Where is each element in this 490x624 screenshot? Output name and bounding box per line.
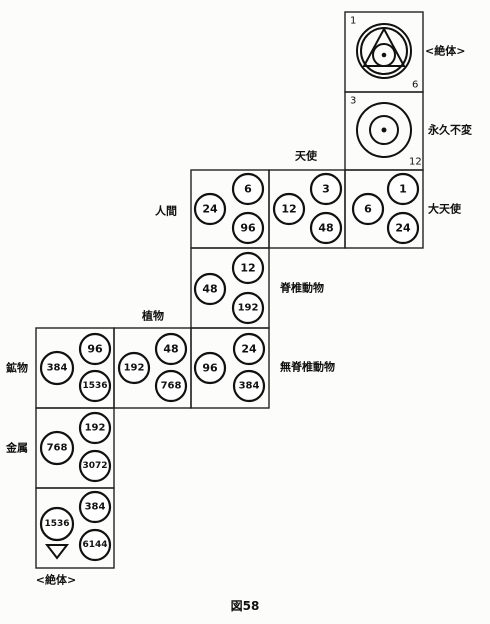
down-triangle-icon xyxy=(44,544,70,560)
block-absolute-top-corner-br: 6 xyxy=(412,80,418,91)
block-plant-small-bottom-circle xyxy=(154,369,188,403)
block-vertebrate-small-bottom-circle xyxy=(231,291,265,325)
block-absolute-bottom-frame xyxy=(35,487,115,569)
block-archangel-big-circle xyxy=(351,192,385,226)
block-absolute-bottom-small-bottom: 6144 xyxy=(82,540,107,550)
block-absolute-bottom-big-circle xyxy=(39,506,75,542)
block-invertebrate-label: 無脊椎動物 xyxy=(280,360,335,374)
block-mineral-small-top-circle xyxy=(78,332,112,366)
block-human-small-bottom-circle xyxy=(231,211,265,245)
block-human-small-top-circle xyxy=(231,172,265,206)
block-eternal: 3 12 永久不変 xyxy=(344,91,472,171)
block-archangel-small-top: 1 xyxy=(399,183,407,196)
block-plant-small-bottom: 768 xyxy=(161,381,182,392)
block-absolute-top-label: <絶体> xyxy=(425,44,465,58)
block-eternal-corner-br: 12 xyxy=(409,157,422,168)
block-plant-big-circle xyxy=(117,351,151,385)
block-mineral: 384 96 1536 鉱物 xyxy=(6,327,115,409)
block-vertebrate-label: 脊椎動物 xyxy=(279,281,324,295)
block-vertebrate-small-top: 12 xyxy=(240,262,255,275)
block-invertebrate-frame xyxy=(190,327,270,409)
block-archangel-small-top-circle xyxy=(386,172,420,206)
concentric-circles-icon xyxy=(356,102,412,158)
block-absolute-bottom-small-top-circle xyxy=(78,490,112,524)
block-human-big: 24 xyxy=(202,203,218,216)
block-metal-small-bottom: 3072 xyxy=(82,461,107,471)
figure-caption: 図58 xyxy=(231,599,260,613)
block-metal-label: 金属 xyxy=(5,441,28,455)
block-plant-label: 植物 xyxy=(141,309,164,323)
block-vertebrate-big-circle xyxy=(193,272,227,306)
block-plant-small-top: 48 xyxy=(163,343,178,356)
block-eternal-label: 永久不変 xyxy=(427,123,472,137)
block-archangel-label: 大天使 xyxy=(428,202,462,216)
block-angel-big: 12 xyxy=(281,203,296,216)
block-mineral-small-top: 96 xyxy=(87,343,103,356)
block-archangel-big: 6 xyxy=(364,203,372,216)
block-plant-big: 192 xyxy=(124,363,145,374)
block-invertebrate-small-bottom-circle xyxy=(232,369,266,403)
block-vertebrate-small-top-circle xyxy=(231,251,265,285)
block-human-label: 人間 xyxy=(155,204,177,218)
block-metal-small-top-circle xyxy=(78,411,112,445)
block-archangel-small-bottom: 24 xyxy=(395,222,411,235)
block-absolute-bottom: 1536 384 6144 <絶体> xyxy=(35,487,115,587)
block-archangel-small-bottom-circle xyxy=(386,211,420,245)
block-invertebrate-big: 96 xyxy=(202,362,218,375)
block-vertebrate-big: 48 xyxy=(202,283,217,296)
block-absolute-top: 1 6 <絶体> xyxy=(344,11,465,93)
block-vertebrate-small-bottom: 192 xyxy=(238,303,259,314)
block-angel-small-top-circle xyxy=(309,172,343,206)
block-human-big-circle xyxy=(193,192,227,226)
block-invertebrate-small-top-circle xyxy=(232,332,266,366)
block-metal-big-circle xyxy=(39,430,75,466)
block-mineral-small-bottom-circle xyxy=(78,369,112,403)
block-absolute-top-corner-tl: 1 xyxy=(350,16,356,27)
block-angel: 12 3 48 天使 xyxy=(268,149,346,249)
block-absolute-bottom-label: <絶体> xyxy=(36,573,76,587)
block-human-small-top: 6 xyxy=(244,183,252,196)
block-invertebrate-small-top: 24 xyxy=(241,343,257,356)
block-metal-small-top: 192 xyxy=(85,423,106,434)
block-angel-small-top: 3 xyxy=(322,183,330,196)
block-plant: 192 48 768 植物 xyxy=(113,309,192,409)
block-absolute-bottom-small-top: 384 xyxy=(85,502,106,513)
block-angel-big-circle xyxy=(272,192,306,226)
block-absolute-bottom-big: 1536 xyxy=(44,519,69,529)
block-plant-small-top-circle xyxy=(154,332,188,366)
block-invertebrate-big-circle xyxy=(193,351,227,385)
triangle-in-circle-icon xyxy=(356,23,412,79)
block-angel-label: 天使 xyxy=(295,149,318,163)
block-angel-small-bottom-circle xyxy=(309,211,343,245)
block-mineral-big: 384 xyxy=(47,363,68,374)
block-mineral-big-circle xyxy=(39,350,75,386)
block-metal: 768 192 3072 金属 xyxy=(5,407,115,489)
block-archangel: 6 1 24 大天使 xyxy=(344,169,462,249)
block-absolute-bottom-small-bottom-circle xyxy=(78,528,112,562)
block-invertebrate-small-bottom: 384 xyxy=(239,381,260,392)
block-vertebrate: 48 12 192 脊椎動物 xyxy=(190,247,324,329)
block-metal-big: 768 xyxy=(47,443,68,454)
block-eternal-corner-tl: 3 xyxy=(350,96,356,107)
block-invertebrate: 96 24 384 無脊椎動物 xyxy=(190,327,335,409)
block-metal-small-bottom-circle xyxy=(78,449,112,483)
block-human: 24 6 96 人間 xyxy=(155,169,270,249)
block-mineral-label: 鉱物 xyxy=(6,361,28,375)
block-human-small-bottom: 96 xyxy=(240,222,256,235)
block-mineral-small-bottom: 1536 xyxy=(82,381,107,391)
block-angel-small-bottom: 48 xyxy=(318,222,333,235)
